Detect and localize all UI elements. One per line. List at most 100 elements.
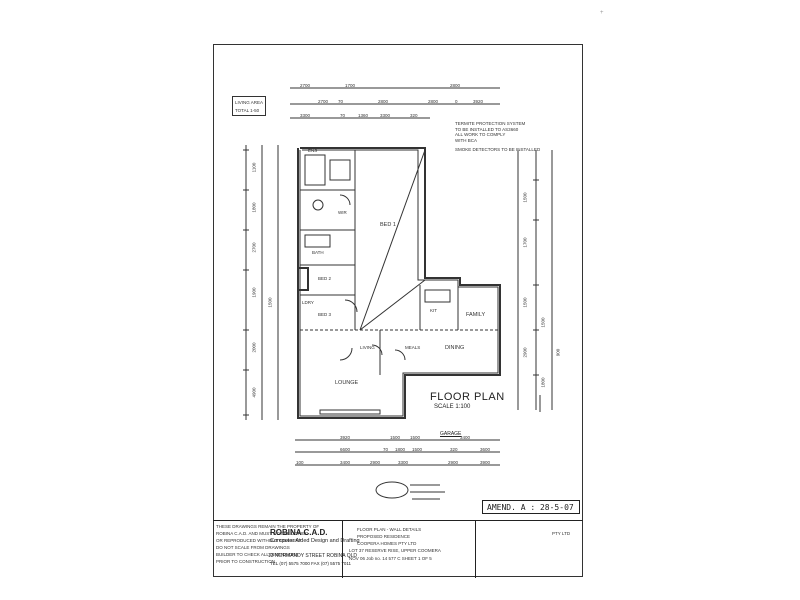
firm-tagline: Computer Aided Design and Drafting xyxy=(270,538,360,544)
dim-bottom-f: 70 xyxy=(383,447,389,452)
dim-top-d: 2700 xyxy=(318,99,329,104)
tb-left-5: BUILDER TO CHECK ALL DIMENSIONS xyxy=(216,552,299,557)
room-laundry: LDRY xyxy=(302,300,314,305)
dim-bottom-g: 1800 xyxy=(395,447,406,452)
dim-left-e: 2000 xyxy=(251,342,257,353)
dim-bottom-o: 2900 xyxy=(448,460,459,465)
room-family: FAMILY xyxy=(466,312,486,318)
stamp-lines xyxy=(410,484,445,500)
dim-right-d: 2900 xyxy=(522,347,528,358)
room-lounge: LOUNGE xyxy=(335,380,359,386)
dim-bottom-m: 2900 xyxy=(370,460,381,465)
dim-left-f: 1500 xyxy=(267,297,273,308)
room-ensuite: ENS xyxy=(308,148,318,153)
tb-left-3: OR REPRODUCED WITHOUT CONSENT xyxy=(216,538,302,543)
title-block-notes: THESE DRAWINGS REMAIN THE PROPERTY OF RO… xyxy=(213,521,343,578)
legend-line-1: LIVING AREA xyxy=(235,100,264,105)
dim-bottom-n: 3300 xyxy=(398,460,409,465)
dim-right-g: 900 xyxy=(555,348,561,357)
dim-top-c: 2800 xyxy=(450,83,461,88)
firm-address: 13 NORMANDY STREET ROBINA QLD xyxy=(268,553,358,559)
dim-top-n: 320 xyxy=(410,113,418,118)
room-bath: BATH xyxy=(312,250,324,255)
scale-label: SCALE 1:100 xyxy=(434,404,471,410)
floor-plan-title: FLOOR PLAN xyxy=(430,391,505,403)
dim-top-a: 2700 xyxy=(300,83,311,88)
dim-bottom-c: 1500 xyxy=(410,435,421,440)
construction-notes: TERMITE PROTECTION SYSTEM TO BE INSTALLE… xyxy=(455,121,540,153)
note-4: WITH BCA xyxy=(455,137,477,143)
dim-bottom-k: 100 xyxy=(296,460,304,465)
firm-phone: TEL (07) 5575 7000 FAX (07) 5575 7011 xyxy=(270,561,352,566)
dim-top-b: 1700 xyxy=(345,83,356,88)
roof-hip-1 xyxy=(359,149,426,331)
fixture-bench xyxy=(319,409,381,415)
dim-right-f: 1800 xyxy=(540,377,546,388)
fixture-cooktop xyxy=(424,289,451,303)
room-bed1: BED 1 xyxy=(380,222,396,228)
note-1: TERMITE PROTECTION SYSTEM xyxy=(455,121,526,126)
dim-top-k: 70 xyxy=(340,113,346,118)
door-swing-2 xyxy=(339,347,353,361)
dim-left-d: 1900 xyxy=(251,287,257,298)
tb-mid-3: COOPERA HOMES PTY LTD xyxy=(357,541,417,546)
stamp-mark xyxy=(375,481,409,499)
room-dining: DINING xyxy=(445,345,465,351)
dim-right-b: 1700 xyxy=(522,237,528,248)
amendment-box: AMEND. A : 28-5-07 xyxy=(482,500,580,514)
dim-bottom-b: 1500 xyxy=(390,435,401,440)
title-block-project: FLOOR PLAN - WALL DETAILS PROPOSED RESID… xyxy=(343,521,476,578)
dim-top-m: 3300 xyxy=(380,113,391,118)
tb-left-2: ROBINA C.A.D. AND MUST NOT BE COPIED xyxy=(216,531,309,536)
dim-bottom-l: 3400 xyxy=(340,460,351,465)
dim-bottom-j: 3600 xyxy=(480,447,491,452)
fixture-vanity xyxy=(329,159,351,181)
firm-suffix: PTY LTD xyxy=(552,531,571,536)
note-5: SMOKE DETECTORS TO BE INSTALLED xyxy=(455,147,541,152)
tb-mid-4: LOT 37 RESERVE RISE, UPPER COOMERA xyxy=(349,548,441,553)
tb-left-1: THESE DRAWINGS REMAIN THE PROPERTY OF xyxy=(216,524,320,529)
legend-line-2: TOTAL 1-50 xyxy=(235,108,260,113)
dim-top-j: 3300 xyxy=(300,113,311,118)
door-swing-4 xyxy=(394,349,406,361)
dim-bottom-h: 1500 xyxy=(412,447,423,452)
fixture-shower xyxy=(304,154,326,186)
dim-right-c: 1500 xyxy=(522,297,528,308)
tb-mid-5: NOV 06 Job no. 14 577 C SHEET 1 OF 5 xyxy=(349,556,432,561)
dim-bottom-i: 320 xyxy=(450,447,458,452)
room-bed2: BED 2 xyxy=(318,276,332,281)
fixture-robe xyxy=(297,267,309,291)
dim-bottom-d: 3400 xyxy=(460,435,471,440)
title-block-firm xyxy=(476,521,583,578)
room-meals: MEALS xyxy=(405,345,421,350)
fixture-toilet xyxy=(312,199,324,211)
dim-top-f: 2800 xyxy=(378,99,389,104)
tb-left-4: DO NOT SCALE FROM DRAWINGS xyxy=(216,545,290,550)
drawing-sheet xyxy=(213,44,583,577)
dim-left-b: 1800 xyxy=(251,202,257,213)
outer-wall xyxy=(297,147,501,419)
door-swing-1 xyxy=(344,299,358,313)
title-block: THESE DRAWINGS REMAIN THE PROPERTY OF RO… xyxy=(213,520,583,578)
note-3: ALL WORK TO COMPLY xyxy=(455,132,506,137)
dim-bottom-p: 3900 xyxy=(480,460,491,465)
dim-right-a: 1500 xyxy=(522,192,528,203)
dim-bottom-a: 3920 xyxy=(340,435,351,440)
dim-top-i: 3920 xyxy=(473,99,484,104)
tb-mid-1: FLOOR PLAN - WALL DETAILS xyxy=(357,527,422,532)
garage-label: GARAGE xyxy=(440,431,462,437)
dim-top-l: 1360 xyxy=(358,113,369,118)
inner-wall xyxy=(299,149,499,417)
top-marker: + xyxy=(600,10,604,16)
roof-hip-2 xyxy=(359,279,426,331)
dim-left-g: 4900 xyxy=(251,387,257,398)
firm-name: ROBINA C.A.D. xyxy=(270,528,328,537)
note-2: TO BE INSTALLED TO AS3660 xyxy=(455,126,519,132)
dim-top-g: 2800 xyxy=(428,99,439,104)
dim-bottom-e: 6600 xyxy=(340,447,351,452)
dim-top-e: 70 xyxy=(338,99,344,104)
dim-right-e: 1500 xyxy=(540,317,546,328)
dim-top-h: 0 xyxy=(455,99,458,104)
room-living: LIVING xyxy=(360,345,375,350)
